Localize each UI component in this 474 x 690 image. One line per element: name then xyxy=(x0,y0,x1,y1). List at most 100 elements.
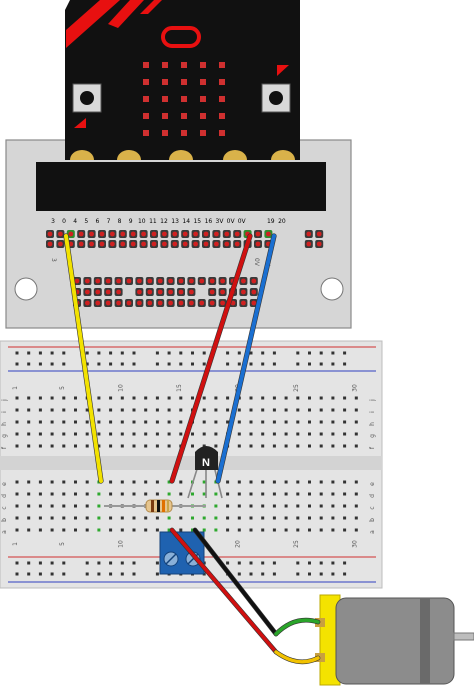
lower-pin-dot xyxy=(147,289,153,295)
breadboard-hole xyxy=(319,492,323,496)
breadboard-hole xyxy=(249,480,253,484)
breadboard-hole xyxy=(202,492,206,496)
rail-hole xyxy=(15,362,19,366)
rail-hole xyxy=(62,572,66,576)
lower-pin-dot xyxy=(85,278,90,284)
lower-pin-dot xyxy=(189,289,194,295)
breadboard-hole xyxy=(343,480,347,484)
lower-pin-dot xyxy=(147,300,153,306)
led xyxy=(162,96,168,102)
breadboard-hole xyxy=(179,528,183,532)
lower-pin-dot xyxy=(189,278,194,284)
breadboard-hole xyxy=(120,492,124,496)
row-letter: f xyxy=(369,446,376,449)
rail-hole xyxy=(308,351,311,355)
breadboard-hole xyxy=(179,480,183,484)
breadboard-hole xyxy=(284,492,288,496)
breadboard-hole xyxy=(155,432,159,436)
pin-label: 7 xyxy=(107,218,111,225)
breadboard-hole xyxy=(237,492,241,496)
row-letter: a xyxy=(1,530,8,534)
header-pin-dot xyxy=(47,231,53,237)
rail-hole xyxy=(120,572,124,576)
rail-hole xyxy=(179,351,183,355)
header-pin-dot xyxy=(316,241,322,247)
header-pin-dot xyxy=(130,241,136,247)
rail-hole xyxy=(62,351,66,355)
rail-hole xyxy=(308,362,311,366)
breadboard-hole xyxy=(144,396,148,400)
led xyxy=(200,113,206,119)
breadboard-hole xyxy=(261,432,265,436)
lower-pin-dot xyxy=(199,300,205,306)
column-number: 1 xyxy=(12,542,19,546)
breadboard-hole xyxy=(109,420,113,424)
breadboard-hole xyxy=(237,516,241,520)
breadboard-hole xyxy=(261,480,265,484)
header-pin-dot xyxy=(47,241,53,247)
breadboard-hole xyxy=(50,516,54,520)
lower-pin-dot xyxy=(189,300,194,306)
breadboard-hole xyxy=(109,480,113,484)
rail-hole xyxy=(109,561,113,565)
lower-pin-dot xyxy=(230,300,236,306)
breadboard-hole xyxy=(132,408,136,412)
breadboard-hole xyxy=(249,516,253,520)
breadboard-hole xyxy=(109,408,113,412)
lower-pin-dot xyxy=(95,278,101,284)
breadboard-hole xyxy=(249,504,253,508)
breadboard-hole xyxy=(354,480,358,484)
breadboard-hole xyxy=(319,408,323,412)
breadboard-hole xyxy=(27,516,31,520)
ground-wire xyxy=(216,234,276,483)
breadboard-hole xyxy=(331,504,335,508)
rail-hole xyxy=(308,572,311,576)
button-b-cap[interactable] xyxy=(269,91,283,105)
rail-hole xyxy=(226,561,230,565)
power-wire xyxy=(170,234,252,483)
rail-hole xyxy=(50,362,54,366)
pin-label: 11 xyxy=(149,218,157,225)
lower-pin-dot xyxy=(220,278,226,284)
motor-black-wire xyxy=(193,528,278,636)
rail-hole xyxy=(27,351,31,355)
breadboard-hole xyxy=(214,420,218,424)
breadboard-hole xyxy=(38,492,42,496)
breadboard-hole xyxy=(167,492,171,496)
header-pin-dot xyxy=(266,231,271,237)
breadboard-hole xyxy=(284,408,288,412)
column-number: 20 xyxy=(234,540,241,548)
breadboard-hole xyxy=(319,444,323,448)
breadboard-hole xyxy=(132,492,136,496)
breadboard-hole xyxy=(120,408,124,412)
led xyxy=(143,96,149,102)
breadboard-hole xyxy=(167,432,171,436)
header-pin-dot xyxy=(58,241,63,247)
breadboard-hole xyxy=(354,516,358,520)
button-a-cap[interactable] xyxy=(80,91,94,105)
breadboard-hole xyxy=(97,444,101,448)
led xyxy=(143,113,149,119)
breadboard-hole xyxy=(74,528,77,532)
breadboard-hole xyxy=(202,396,206,400)
led-matrix xyxy=(143,62,225,136)
lower-pin-dot xyxy=(126,300,132,306)
breadboard-hole xyxy=(74,516,77,520)
rail-hole xyxy=(50,572,54,576)
header-pin-dot xyxy=(182,231,188,237)
lower-pin-dot xyxy=(95,300,101,306)
rail-hole xyxy=(155,362,159,366)
edge-connector-board: 30456789101112131415163V0V0V192031930V0V xyxy=(5,139,352,329)
breadboard-hole xyxy=(237,444,241,448)
breadboard-hole xyxy=(38,432,42,436)
breadboard-hole xyxy=(296,444,300,448)
breadboard-hole xyxy=(226,408,230,412)
breadboard-hole xyxy=(27,420,31,424)
signal-wire xyxy=(64,234,103,483)
row-letter: b xyxy=(1,518,8,522)
breadboard-hole xyxy=(97,492,101,496)
breadboard-hole xyxy=(284,432,288,436)
rail-hole xyxy=(237,572,241,576)
header-pin-dot xyxy=(172,241,178,247)
